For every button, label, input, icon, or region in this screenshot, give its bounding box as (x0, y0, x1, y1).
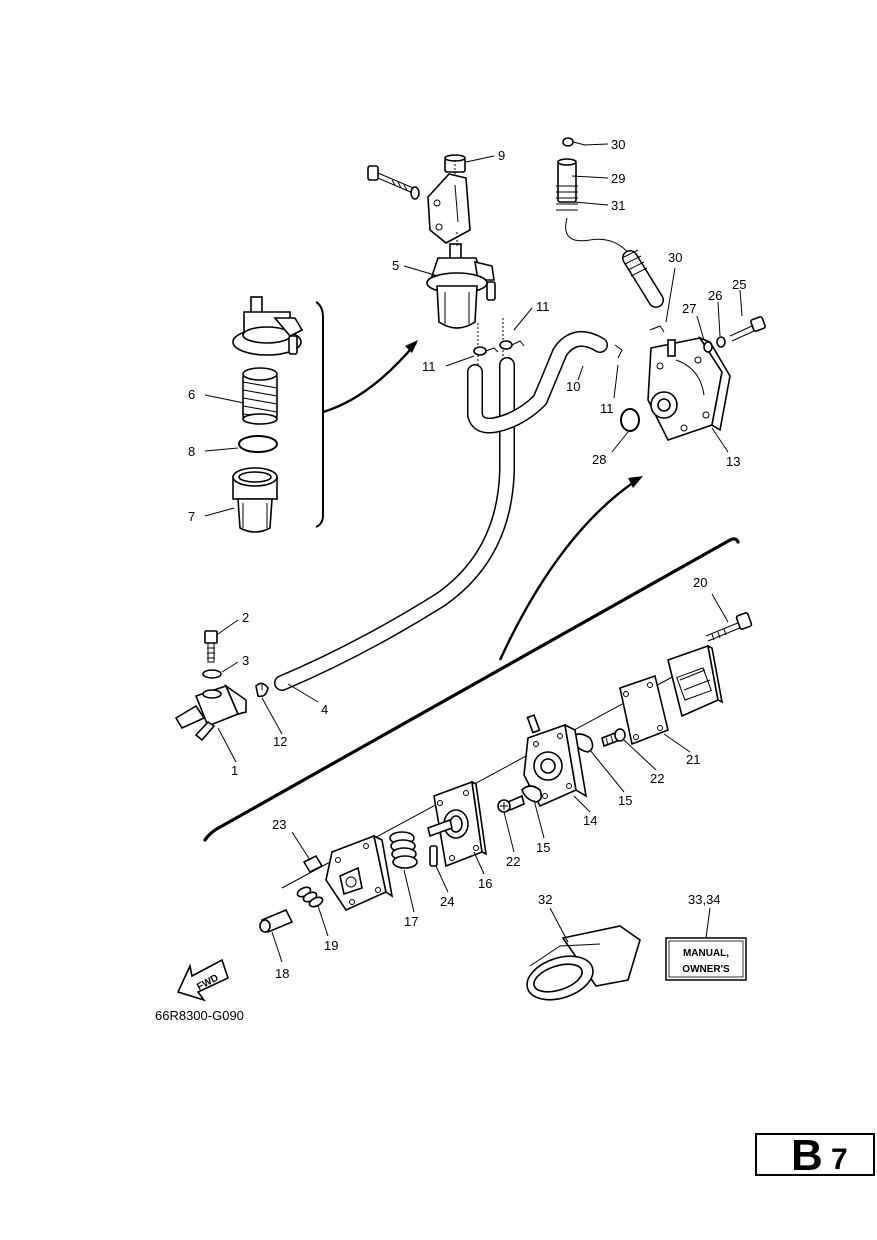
callout-30-mid: 30 (668, 250, 682, 265)
callout-26: 26 (708, 288, 722, 303)
packing-part (526, 925, 641, 1001)
callout-20: 20 (693, 575, 707, 590)
callout-11-pump: 11 (600, 401, 614, 416)
callout-8: 8 (188, 444, 195, 459)
callout-9: 9 (498, 148, 505, 163)
callout-labels: 9 30 29 31 5 30 27 26 25 11 11 6 10 11 8… (188, 137, 746, 981)
leader-lines (204, 143, 743, 963)
callout-5: 5 (392, 258, 399, 273)
callout-2: 2 (242, 610, 249, 625)
callout-27: 27 (682, 301, 696, 316)
callout-25: 25 (732, 277, 746, 292)
hose-clip-part (473, 340, 525, 356)
callout-22-lower: 22 (506, 854, 520, 869)
callout-1: 1 (231, 763, 238, 778)
callout-11-right: 11 (536, 299, 550, 314)
callout-23: 23 (272, 817, 286, 832)
callout-13: 13 (726, 454, 740, 469)
filter-element-part (242, 367, 278, 425)
pump-exploded-section (203, 537, 753, 934)
manual-line2: OWNER'S (682, 964, 730, 975)
callout-6: 6 (188, 387, 195, 402)
fuel-joint-part (174, 630, 269, 742)
page-badge-letter: B (791, 1131, 823, 1180)
callout-18: 18 (275, 966, 289, 981)
callout-11-left: 11 (422, 359, 436, 374)
callout-32: 32 (538, 892, 552, 907)
callout-19: 19 (324, 938, 338, 953)
filter-cup-part (232, 467, 278, 533)
page-badge: B 7 (755, 1131, 875, 1180)
manual-line1: MANUAL, (683, 948, 729, 959)
fwd-arrow-icon: FWD (176, 958, 229, 1002)
diagram-code: 66R8300-G090 (155, 1008, 244, 1023)
page-badge-number: 7 (831, 1143, 848, 1176)
callout-3: 3 (242, 653, 249, 668)
callout-21: 21 (686, 752, 700, 767)
filter-head-part (232, 296, 304, 356)
callout-14: 14 (583, 813, 597, 828)
callout-28: 28 (592, 452, 606, 467)
callout-15-upper: 15 (618, 793, 632, 808)
callout-15-lower: 15 (536, 840, 550, 855)
callout-30-top: 30 (611, 137, 625, 152)
callout-31: 31 (611, 198, 625, 213)
callout-22-upper: 22 (650, 771, 664, 786)
fuel-hoses (274, 318, 608, 691)
callout-16: 16 (478, 876, 492, 891)
callout-33-34: 33,34 (688, 892, 721, 907)
fuel-filter-exploded-group (232, 296, 418, 533)
callout-17: 17 (404, 914, 418, 929)
callout-4: 4 (321, 702, 328, 717)
o-ring-part (238, 435, 278, 453)
callout-12: 12 (273, 734, 287, 749)
callout-10: 10 (566, 379, 580, 394)
fuel-pump-assembly-part (498, 137, 766, 661)
callout-7: 7 (188, 509, 195, 524)
callout-29: 29 (611, 171, 625, 186)
owners-manual-box: MANUAL, OWNER'S (665, 937, 747, 981)
fuel-filter-assembly-part (367, 154, 496, 329)
callout-24: 24 (440, 894, 454, 909)
